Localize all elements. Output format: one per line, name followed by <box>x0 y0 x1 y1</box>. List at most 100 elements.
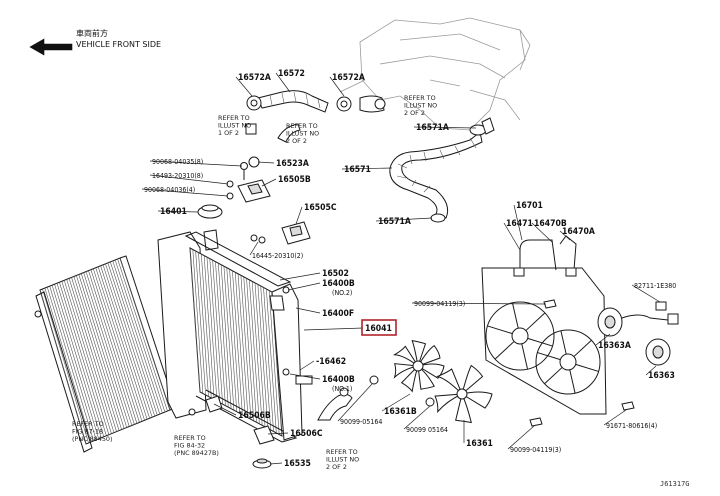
figure-code: J61317G <box>660 480 690 488</box>
leader-p16572A-r <box>329 76 345 97</box>
radiator-core <box>157 231 313 443</box>
leader-lines <box>141 72 661 465</box>
callout-p16401: 16401 <box>160 207 187 217</box>
leader-p16572A-l <box>235 76 253 97</box>
callout-p82711: 82711-1E380 <box>634 282 676 290</box>
leader-p16471 <box>503 222 521 251</box>
callout-p90099-top: 90099-04119(3) <box>414 300 465 308</box>
callout-p16506B: 16506B <box>238 411 271 421</box>
leader-p16571A-t <box>413 126 477 129</box>
note-refer-fig2-1: FIG 84-32 <box>174 442 205 450</box>
note-refer-tr-2: 2 OF 2 <box>404 109 425 117</box>
callout-labels: 16572A 16572 16572A 16571A 16571 16571A 90068-… <box>144 69 676 469</box>
leader-p90099-top <box>411 302 547 305</box>
callout-p16505B: 16505B <box>278 175 311 185</box>
note-refer-bm-2: 2 OF 2 <box>326 463 347 471</box>
callout-p16445-20310: 16445-20310(2) <box>252 252 303 260</box>
fan-shroud <box>481 235 607 415</box>
leader-p16571 <box>341 167 393 170</box>
lower-small-parts <box>188 375 379 469</box>
note-refer-bm-0: REFER TO <box>326 448 358 456</box>
leader-p16400B-t <box>287 282 321 291</box>
leader-p16401 <box>157 210 199 213</box>
callout-p16361: 16361 <box>466 439 493 449</box>
note-refer-tm-2: 2 OF 2 <box>286 137 307 145</box>
callout-p16041: 16041 <box>365 324 392 334</box>
note-refer-tl-1: ILLUST NO <box>218 122 251 130</box>
callout-p16506C: 16506C <box>290 429 323 439</box>
note-refer-tm-0: REFER TO <box>286 122 318 130</box>
leader-p16502 <box>279 272 321 281</box>
note-refer-tr-1: ILLUST NO <box>404 102 437 110</box>
leader-p16523A <box>257 161 275 164</box>
leader-p82711 <box>631 284 661 303</box>
callout-p16400B-b: 16400B <box>322 375 355 385</box>
front-caption-jp: 車両前方 <box>76 28 108 38</box>
callout-p16572A-r: 16572A <box>332 73 365 83</box>
callout-p16400F: 16400F <box>322 309 354 319</box>
leader-p16505B <box>261 178 277 187</box>
leader-p16361B <box>381 393 411 412</box>
leader-p16445-20310 <box>249 241 259 256</box>
leader-p91671 <box>603 409 627 426</box>
vehicle-front-indicator: 車両前方 VEHICLE FRONT SIDE <box>29 28 161 56</box>
callout-p16571: 16571 <box>344 165 371 175</box>
callout-p16363A: 16363A <box>598 341 631 351</box>
callout-p16572A-l: 16572A <box>238 73 271 83</box>
note-refer-fig2-0: REFER TO <box>174 434 206 442</box>
leader-p16400F <box>295 307 321 314</box>
note-refer-tr-0: REFER TO <box>404 94 436 102</box>
leader-p90099-05164-r <box>403 405 431 430</box>
leader-p16041 <box>303 327 364 331</box>
callout-p16462: -16462 <box>316 357 346 367</box>
leader-p16470B <box>531 222 553 243</box>
leader-p16363 <box>645 365 657 376</box>
leader-p16571A-b <box>375 217 433 222</box>
note-refer-tl-2: 1 OF 2 <box>218 129 239 137</box>
leader-p16363A <box>595 333 611 346</box>
callout-p16502: 16502 <box>322 269 349 279</box>
filler-and-brackets <box>197 156 311 251</box>
condenser-core <box>34 255 177 453</box>
note-refer-fig1-2: (PNC 88450) <box>72 435 112 443</box>
leader-p16572 <box>275 72 291 93</box>
callout-p16400B-t-no: (NO.2) <box>332 289 352 297</box>
callout-p90099-05164-r: 90099 05164 <box>406 426 448 434</box>
leader-p90099-05164-l <box>337 383 373 422</box>
callout-p16470B: 16470B <box>534 219 567 229</box>
callout-p16571A-b: 16571A <box>378 217 411 227</box>
note-refer-fig2-2: (PNC 89427B) <box>174 449 219 457</box>
note-refer-tm-1: ILLUST NO <box>286 130 319 138</box>
leader-p90099-bottom <box>507 425 535 450</box>
leader-p16506B <box>213 403 237 416</box>
leader-p90068-04035 <box>149 160 243 167</box>
callout-p16571A-t: 16571A <box>416 123 449 133</box>
callout-p16470A: 16470A <box>562 227 595 237</box>
leader-p16701 <box>513 204 523 241</box>
callout-p91671: 91671-80616(4) <box>606 422 657 430</box>
callout-p16493-20310: 16493-20310(8) <box>152 172 203 180</box>
front-caption-en: VEHICLE FRONT SIDE <box>76 40 161 49</box>
callout-p90099-bottom: 90099-04119(3) <box>510 446 561 454</box>
note-refer-fig1-1: FIG 87-18 <box>72 428 103 436</box>
callout-p16361B: 16361B <box>384 407 417 417</box>
callout-p90068-04036: 90068-04036(4) <box>144 186 195 194</box>
leader-p16493-20310 <box>149 174 229 185</box>
callout-p16363: 16363 <box>648 371 675 381</box>
engine-outline <box>339 17 531 131</box>
note-refer-bm-1: ILLUST NO <box>326 456 359 464</box>
fan-motors <box>425 299 679 427</box>
note-refer-fig1-0: REFER TO <box>72 420 104 428</box>
fan-blades <box>392 339 493 424</box>
leader-p16470A <box>559 230 571 241</box>
leader-p16400B-b <box>289 373 321 380</box>
leader-p16505C <box>295 206 303 225</box>
lower-hose-assembly <box>389 117 495 223</box>
highlight-box-16041 <box>361 319 397 336</box>
callout-p16505C: 16505C <box>304 203 337 213</box>
callout-p16701: 16701 <box>516 201 543 211</box>
callout-p16400B-b-no: (NO.1) <box>332 385 352 393</box>
note-refer-tl-0: REFER TO <box>218 114 250 122</box>
callout-p16572: 16572 <box>278 69 305 79</box>
